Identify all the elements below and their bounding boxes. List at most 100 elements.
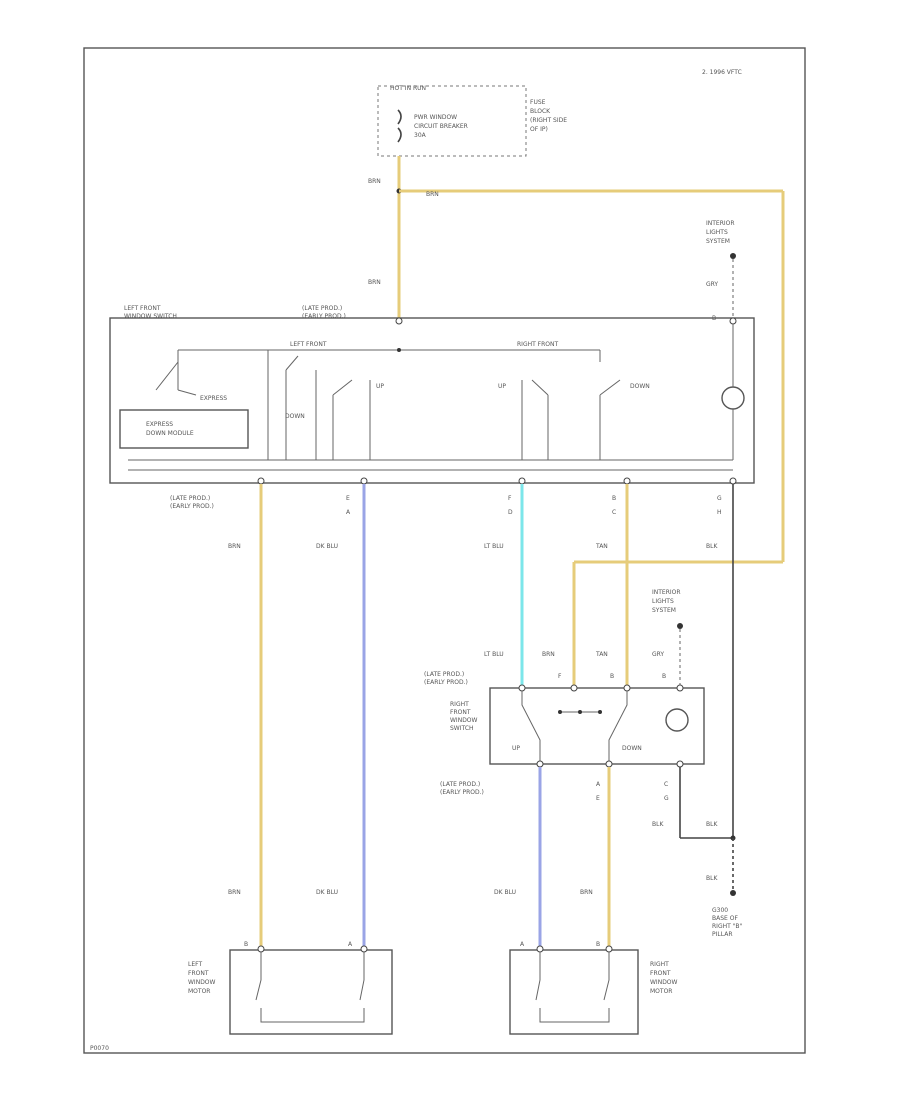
- pin-label: C: [664, 781, 668, 788]
- label-line: PILLAR: [712, 931, 732, 938]
- right-motor-contacts: [535, 952, 610, 1023]
- wire-color-gry-1: GRY: [706, 281, 718, 288]
- label-line: WINDOW SWITCH: [124, 313, 177, 320]
- label-line: RIGHT: [450, 701, 469, 708]
- wire-color-brn-1: BRN: [368, 178, 381, 185]
- label-line: WINDOW: [188, 979, 216, 986]
- fuse-header: HOT IN RUN: [390, 85, 426, 92]
- left-front-window-motor: [229, 949, 393, 1035]
- express-label: EXPRESS: [200, 395, 227, 402]
- right-switch-late-early-bottom: (LATE PROD.)(EARLY PROD.): [440, 781, 484, 796]
- label-line: (EARLY PROD.): [302, 313, 346, 320]
- connector-pin: [257, 477, 265, 485]
- label-line: (LATE PROD.): [440, 781, 480, 788]
- motor-pin: A: [348, 941, 353, 948]
- svg-text:HOT IN RUN: HOT IN RUN: [390, 85, 426, 92]
- left-up-label: UP: [376, 383, 384, 390]
- left-switch-late-early: (LATE PROD.)(EARLY PROD.): [302, 305, 346, 320]
- label-line: FUSE: [530, 99, 546, 106]
- connector-pin: [605, 945, 613, 953]
- wire-color-brn-2: BRN: [426, 191, 439, 198]
- pin-label: E: [346, 495, 350, 502]
- label-line: 30A: [414, 132, 427, 139]
- interior-lights-top-terminal: [730, 253, 736, 259]
- pin-label: F: [508, 495, 512, 502]
- wire-color-tan: TAN: [595, 543, 608, 550]
- pin-label: C: [612, 509, 616, 516]
- wire-color-brn-6: BRN: [580, 889, 593, 896]
- connector-pin: [729, 317, 737, 325]
- wire-color-blk-3: BLK: [706, 821, 718, 828]
- pin-label: B: [610, 673, 614, 680]
- label-line: SYSTEM: [652, 607, 676, 614]
- label-line: (EARLY PROD.): [170, 503, 214, 510]
- express-switch-contacts: [155, 350, 197, 396]
- wire-color-brn-left: BRN: [228, 543, 241, 550]
- left-motor-contacts: [255, 952, 365, 1023]
- wire-color-tan-2: TAN: [595, 651, 608, 658]
- label-line: PWR WINDOW: [414, 114, 457, 121]
- label-line: MOTOR: [650, 988, 672, 995]
- label-line: WINDOW: [450, 717, 478, 724]
- connector-pin: [360, 477, 368, 485]
- label-line: LIGHTS: [652, 598, 674, 605]
- connector-pin: [623, 684, 631, 692]
- motor-pin: B: [596, 941, 600, 948]
- pin-b-top: B: [712, 315, 716, 322]
- label-line: MOTOR: [188, 988, 210, 995]
- label-line: LEFT FRONT: [124, 305, 161, 312]
- label-line: (RIGHT SIDE: [530, 117, 567, 124]
- connector-pin: [676, 760, 684, 768]
- connector-pin: [518, 477, 526, 485]
- diagram-frame: [83, 47, 806, 1054]
- bus-dot: [397, 348, 401, 352]
- label-line: INTERIOR: [652, 589, 681, 596]
- label-line: FRONT: [188, 970, 209, 977]
- label-line: (LATE PROD.): [170, 495, 210, 502]
- wire-color-blk-4: BLK: [706, 875, 718, 882]
- right-switch-down: DOWN: [622, 745, 642, 752]
- circuit-breaker-symbol: [397, 109, 402, 143]
- pin-label: A: [346, 509, 351, 516]
- label-line: DOWN MODULE: [146, 430, 194, 437]
- wire-color-blk: BLK: [706, 543, 718, 550]
- interior-lights-right-label: INTERIOR LIGHTS SYSTEM: [652, 589, 681, 614]
- connector-pin: [623, 477, 631, 485]
- right-window-switch-contacts: [521, 350, 621, 460]
- connector-pin: [570, 684, 578, 692]
- connector-pin: [605, 760, 613, 768]
- right-switch-lamp: [665, 708, 689, 732]
- label-line: G300: [712, 907, 728, 914]
- label-line: (LATE PROD.): [302, 305, 342, 312]
- connector-pin: [729, 477, 737, 485]
- wire-color-gry-2: GRY: [652, 651, 664, 658]
- label-line: INTERIOR: [706, 220, 735, 227]
- right-switch-late-early: (LATE PROD.)(EARLY PROD.): [424, 671, 468, 686]
- right-switch-up: UP: [512, 745, 520, 752]
- right-front-window-motor: [509, 949, 639, 1035]
- left-front-window-label: LEFT FRONT: [290, 341, 327, 348]
- connector-pin: [676, 684, 684, 692]
- motor-pin: A: [520, 941, 525, 948]
- pin-label: B: [612, 495, 616, 502]
- interior-lights-right-terminal: [677, 623, 683, 629]
- pin-label: B: [662, 673, 666, 680]
- wire-color-blk-2: BLK: [652, 821, 664, 828]
- label-line: LIGHTS: [706, 229, 728, 236]
- connector-pin: [257, 945, 265, 953]
- pin-label: G: [664, 795, 669, 802]
- contact-dot: [558, 710, 562, 714]
- pin-label: F: [558, 673, 562, 680]
- label-line: (LATE PROD.): [424, 671, 464, 678]
- contact-dot: [598, 710, 602, 714]
- wire-color-brn-3: BRN: [368, 279, 381, 286]
- pin-label: A: [596, 781, 601, 788]
- left-bottom-late-early: (LATE PROD.)(EARLY PROD.): [170, 495, 214, 510]
- left-window-switch-contacts: [267, 350, 371, 460]
